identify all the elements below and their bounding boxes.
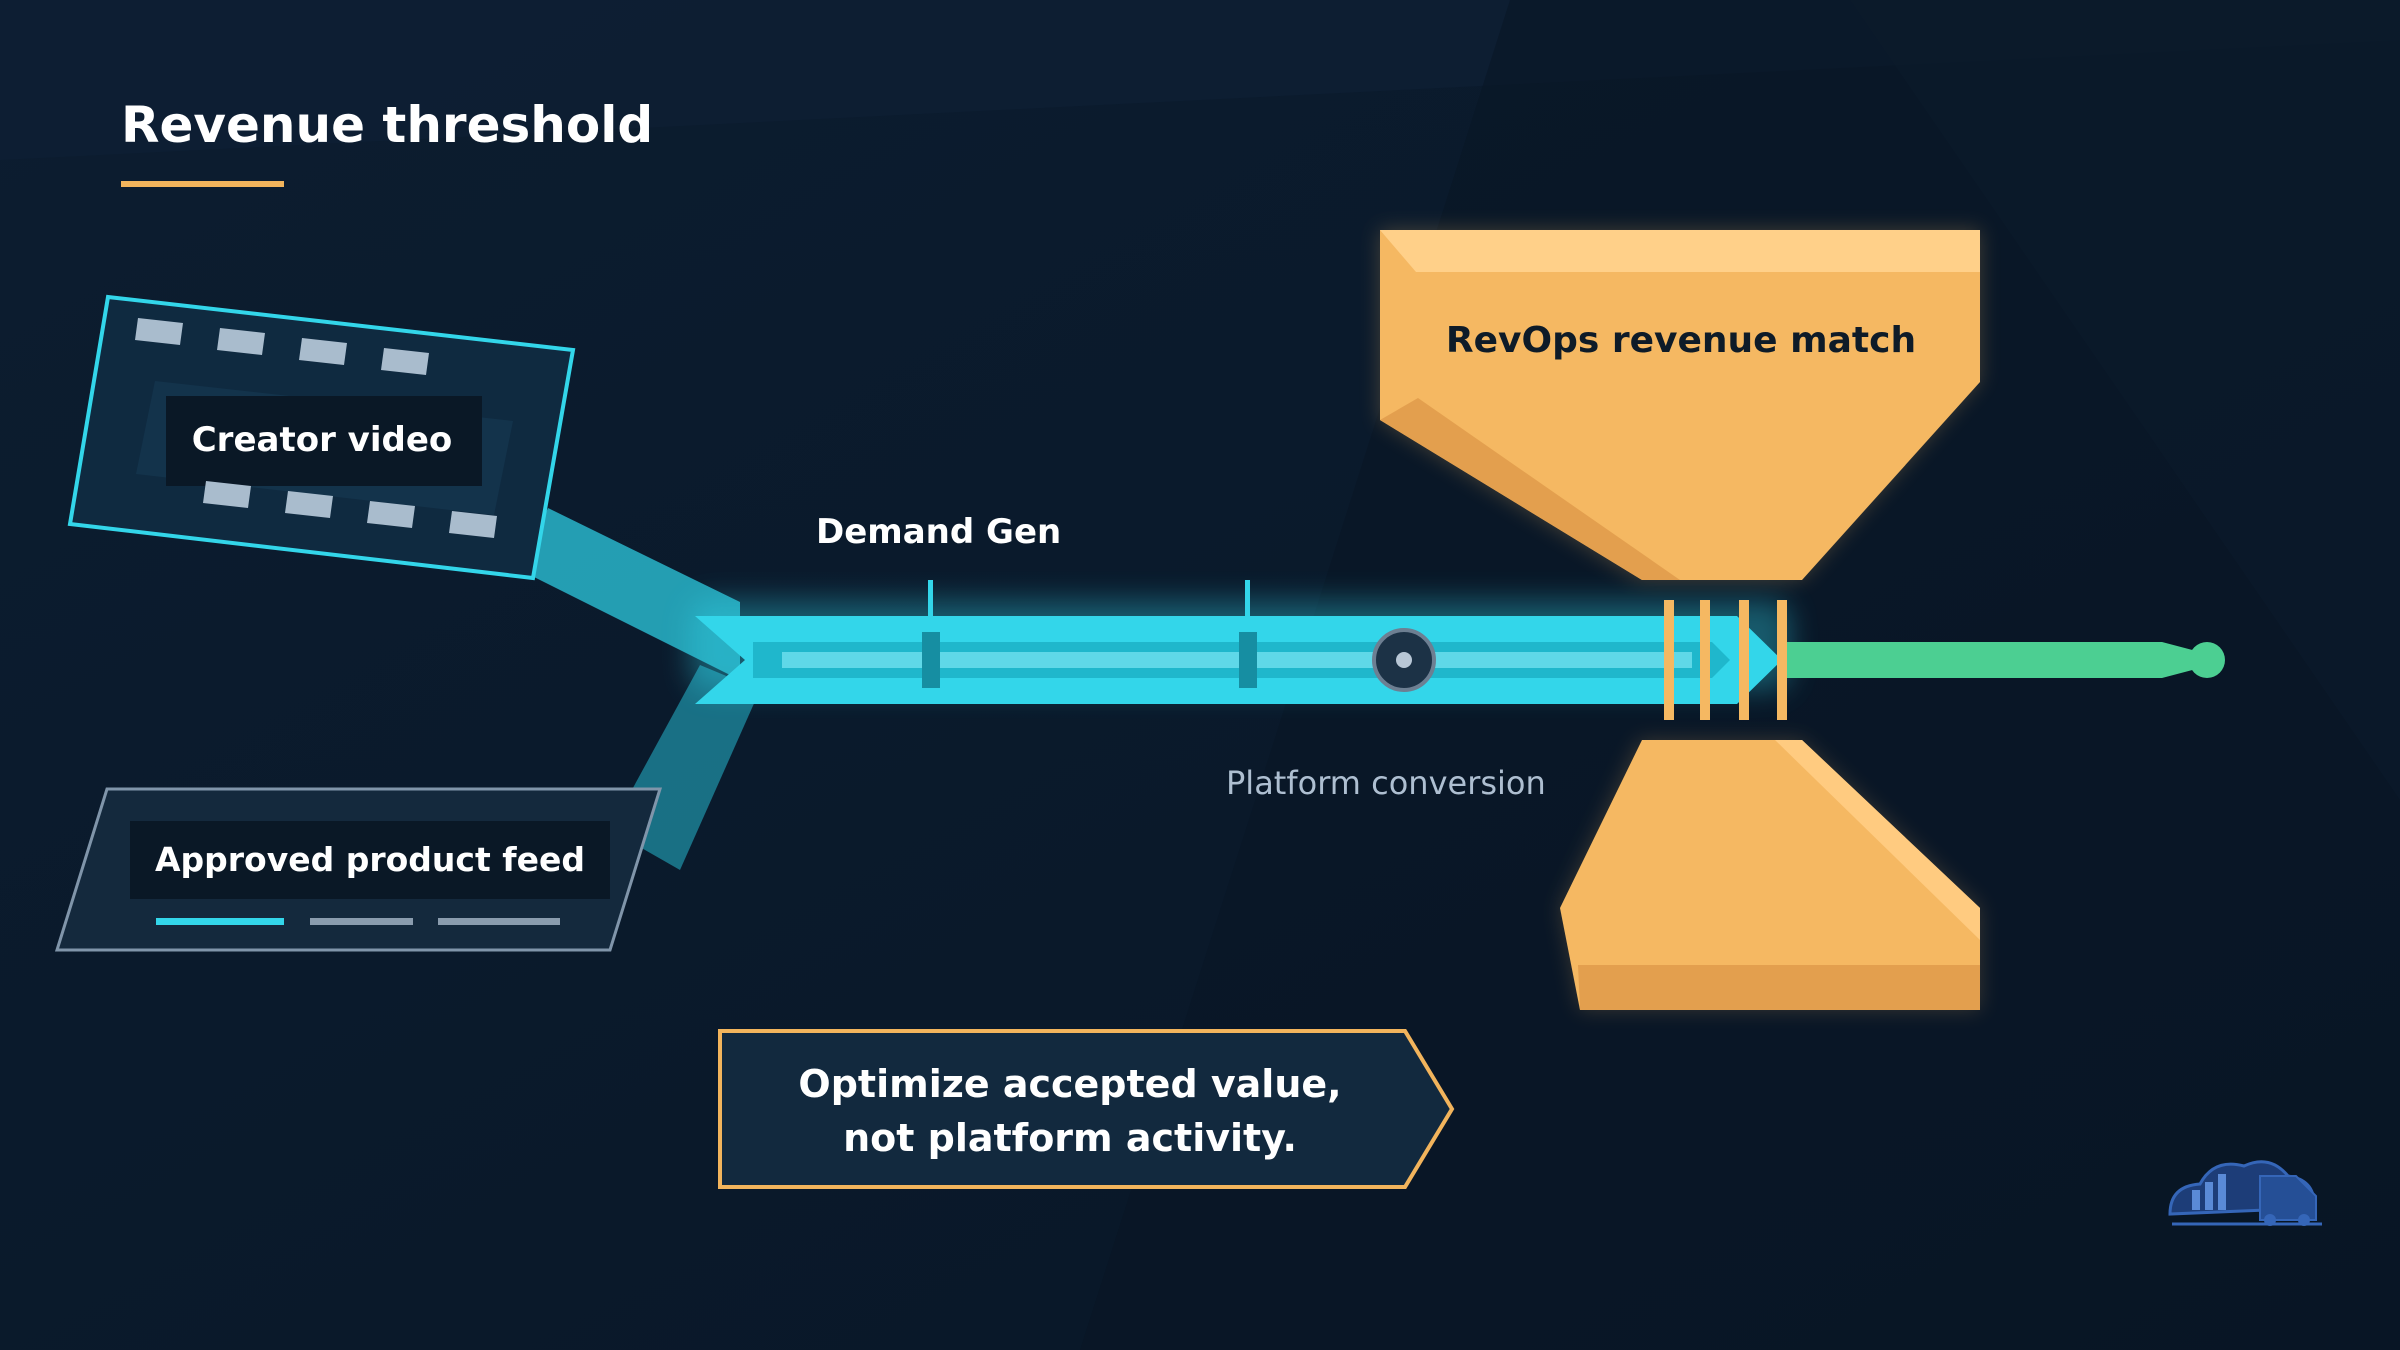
title-underline: [121, 181, 284, 187]
pipe-tick: [928, 580, 933, 620]
pipe-inner-line: [782, 652, 1692, 668]
creator-video-label: Creator video: [191, 420, 453, 460]
callout-line-2: not platform activity.: [843, 1116, 1297, 1160]
product-feed-label: Approved product feed: [155, 840, 585, 879]
creator-connector-beam: [520, 508, 740, 680]
marker-dot: [1396, 652, 1412, 668]
product-feed-card: [54, 787, 663, 952]
callout-text: Optimize accepted value, not platform ac…: [720, 1057, 1420, 1165]
revops-gate-label: RevOps revenue match: [1445, 320, 1917, 361]
platform-conversion-label: Platform conversion: [1226, 764, 1546, 802]
creator-video-card: [67, 294, 576, 581]
revops-gate-top: [1380, 230, 1980, 580]
background-facet: [1850, 0, 2400, 800]
gate-bars: [1664, 600, 1787, 720]
output-line: [1782, 642, 2200, 678]
demand-gen-label: Demand Gen: [816, 512, 1062, 552]
output-endpoint: [2189, 642, 2225, 678]
feed-progress-segment: [438, 918, 560, 925]
callout-line-1: Optimize accepted value,: [798, 1062, 1342, 1106]
pipe-segment-marker: [1239, 632, 1257, 688]
page-title: Revenue threshold: [121, 96, 654, 154]
pipe-segment-marker: [922, 632, 940, 688]
film-perforations-top: [135, 318, 429, 375]
creator-label-box: [166, 396, 482, 486]
feed-progress-active: [156, 918, 284, 925]
callout-box: [718, 1029, 1455, 1189]
revops-gate-bottom: [1560, 740, 1980, 1010]
pipe-tick: [1245, 580, 1250, 620]
feed-label-box: [130, 821, 610, 899]
cloud-chart-truck-logo: [2168, 1160, 2322, 1226]
film-perforations-bottom: [203, 481, 497, 538]
feed-progress-segment: [310, 918, 413, 925]
